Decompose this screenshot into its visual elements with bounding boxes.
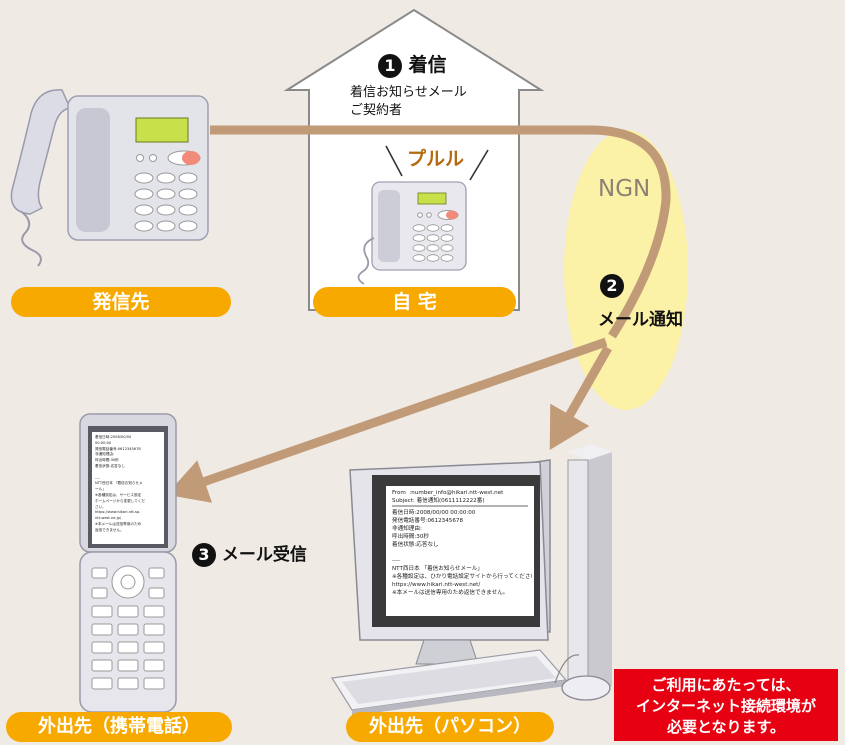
computer-icon bbox=[330, 444, 612, 716]
step1-text: 着信 bbox=[408, 54, 447, 76]
pc-email-line: 着信日時:2008/00/00 00:00:00 bbox=[392, 510, 476, 516]
home-phone-icon bbox=[357, 181, 467, 285]
mobile-email-line: ※本メールは送信専用のため bbox=[95, 521, 142, 526]
mobile-email-line: ※各種設定は、サービス設定 bbox=[95, 492, 142, 497]
pc-email-line: NTT西日本 「着信お知らせメール」 bbox=[392, 566, 483, 572]
ring-mark-left bbox=[385, 145, 403, 177]
usage-note-line-1: ご利用にあたっては、 bbox=[651, 676, 801, 694]
mobile-phone-icon bbox=[79, 413, 177, 713]
mobile-email-line: ール」 bbox=[95, 487, 106, 492]
pc-email-line: 呼出時間:30秒 bbox=[392, 534, 429, 540]
mobile-email-line: ---- bbox=[95, 475, 101, 480]
pc-email-line: 着信状態:応答なし bbox=[392, 542, 439, 548]
mobile-label: 外出先（携帯電話） bbox=[6, 712, 232, 742]
pc-email-line: 発信電話番号:0612345678 bbox=[392, 518, 464, 524]
pc-label: 外出先（パソコン） bbox=[346, 712, 554, 742]
mobile-email-line: 呼出時間:30秒 bbox=[95, 458, 119, 463]
home-label: 自 宅 bbox=[313, 287, 516, 317]
pc-email-from: From :number_info@hikari.ntt-west.net bbox=[392, 490, 504, 496]
arrow-to-pc bbox=[549, 345, 612, 450]
mobile-email-line: https://www.hikari.ntt-sp. bbox=[95, 510, 141, 515]
step1-sub-2: ご契約者 bbox=[350, 103, 403, 118]
step3-number: 3 bbox=[192, 543, 216, 567]
mobile-email-line: NTT西日本 「着信お知らせメ bbox=[95, 481, 143, 486]
mobile-email-line: 非通知理由: bbox=[95, 452, 115, 457]
ring-text: プルル bbox=[407, 148, 465, 170]
mobile-email-line: ntt-west.ne.jp/ bbox=[95, 516, 122, 521]
pc-email-line: https://www.hikari.ntt-west.net/ bbox=[392, 582, 481, 588]
mobile-email-line: 00:00:00 bbox=[95, 440, 112, 445]
arrow-to-mobile bbox=[166, 337, 608, 503]
pc-email-body: 着信日時:2008/00/00 00:00:00 発信電話番号:061234567… bbox=[392, 509, 532, 597]
pc-email-line: 非通知理由: bbox=[392, 526, 422, 532]
step1-sub-1: 着信お知らせメール bbox=[350, 85, 467, 100]
mobile-email-line: 着信状態:応答なし bbox=[95, 463, 125, 468]
pc-email-line bbox=[392, 549, 532, 557]
usage-note: ご利用にあたっては、 インターネット接続環境が 必要となります。 bbox=[614, 669, 838, 741]
pc-email-line: ※各種設定は、ひかり電話設定サイトから行ってください。 bbox=[392, 574, 532, 580]
pc-email-subject: Subject: 着信通知(0611112222番) bbox=[392, 498, 485, 504]
usage-note-line-2: インターネット接続環境が bbox=[635, 697, 816, 715]
step2-number-wrap: 2 bbox=[600, 274, 624, 298]
pc-email-line: ---- bbox=[392, 558, 401, 564]
step3-text: メール受信 bbox=[221, 545, 307, 565]
mobile-email-line: 返信できません。 bbox=[95, 527, 124, 532]
mobile-email-line: ホームページから変更してくだ bbox=[95, 498, 145, 503]
step3-heading: 3 メール受信 bbox=[192, 540, 307, 567]
pc-email-line: ※本メールは送信専用のため返信できません。 bbox=[392, 590, 509, 596]
step2-text: メール通知 bbox=[598, 310, 683, 330]
ngn-label: NGN bbox=[598, 176, 651, 202]
usage-note-line-3: 必要となります。 bbox=[666, 718, 786, 736]
ring-mark-right bbox=[469, 149, 489, 181]
step1-heading: 1 着信 bbox=[378, 50, 447, 78]
step2-number: 2 bbox=[600, 274, 624, 298]
mobile-email-line: さい。 bbox=[95, 504, 106, 509]
caller-label: 発信先 bbox=[11, 287, 231, 317]
caller-phone-icon bbox=[10, 89, 209, 267]
phone-line bbox=[210, 125, 671, 339]
mobile-email-line: 発信電話番号:0612345678 bbox=[95, 446, 141, 451]
mobile-email-line: 着信日時:2008/00/00 bbox=[95, 435, 132, 439]
step1-number: 1 bbox=[378, 53, 402, 78]
ngn-cloud bbox=[564, 130, 688, 410]
